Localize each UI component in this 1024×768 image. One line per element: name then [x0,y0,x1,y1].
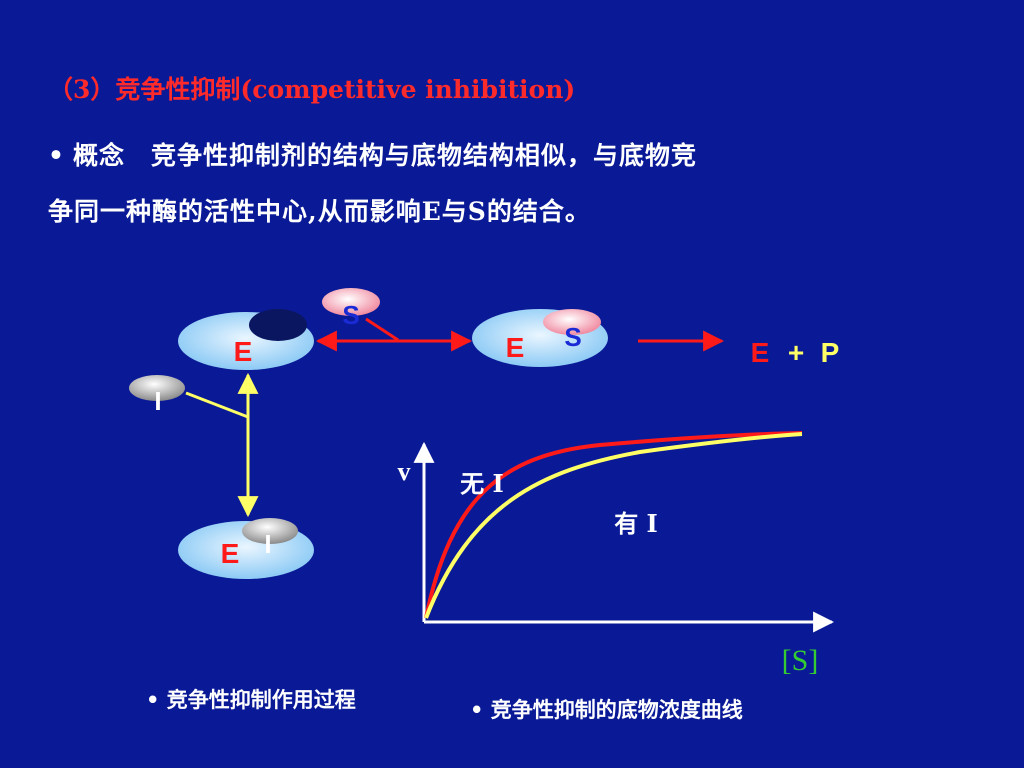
es-substrate-label: S [564,322,581,352]
substrate-link [365,317,399,342]
product-enzyme-label: E [751,337,770,368]
enzyme-label: E [234,336,253,367]
concept-paragraph: •概念竞争性抑制剂的结构与底物结构相似，与底物竞 争同一种酶的活性中心,从而影响… [48,128,928,240]
inhibitor-body [129,375,185,401]
label-no-inhibitor: 无 I [460,469,504,498]
substrate-label: S [342,300,359,330]
product-plus: + [788,337,804,368]
products: E + P [751,337,840,368]
ei-enzyme-label: E [221,538,240,569]
ei-inhibitor-label: I [264,529,271,559]
y-axis-label: v [398,457,411,486]
es-substrate-body [543,309,601,335]
label-with-inhibitor: 有 I [614,509,658,538]
es-complex: E S [472,309,608,367]
es-enzyme-label: E [506,332,525,363]
ei-inhibitor-body [242,518,298,544]
caption-curve: • 竞争性抑制的底物浓度曲线 [470,698,743,722]
active-site [249,309,307,341]
bullet: • [48,141,65,170]
x-axis-label: [S] [782,644,819,677]
product-p-label: P [821,337,840,368]
inhibitor-label: I [154,386,161,416]
curve-with-inhibitor [424,432,803,619]
inhibitor-link [185,391,249,419]
concept-line-1: •概念竞争性抑制剂的结构与底物结构相似，与底物竞 [48,128,928,184]
inhibitor-free: I [129,375,249,419]
page-title: （3）竞争性抑制(competitive inhibition) [48,75,576,104]
concept-line-2: 争同一种酶的活性中心,从而影响E与S的结合。 [48,197,591,226]
substrate-free: S [322,288,399,342]
caption-process: • 竞争性抑制作用过程 [146,688,356,712]
concept-label: 概念 [72,141,125,170]
curve-no-inhibitor [424,431,803,619]
ei-complex: E I [178,518,314,579]
concept-text-1: 竞争性抑制剂的结构与底物结构相似，与底物竞 [151,141,698,170]
velocity-graph: v [S] 无 I 有 I [398,431,835,677]
substrate-body [322,288,380,316]
enzyme-free: E [178,309,314,370]
